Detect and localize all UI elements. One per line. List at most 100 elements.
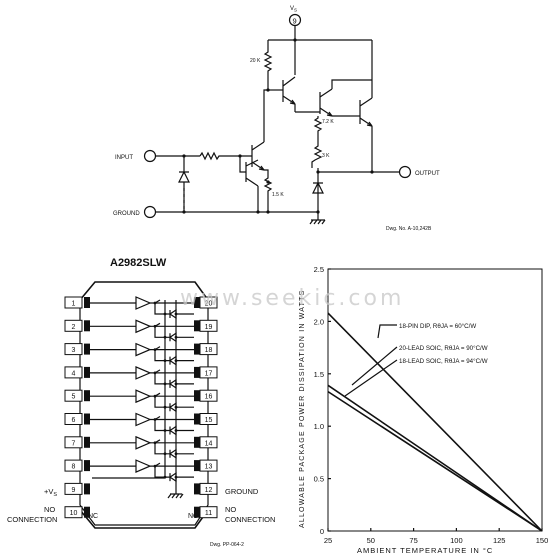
buffer-triangle-icon xyxy=(135,296,152,310)
driver-channel xyxy=(90,365,194,390)
pin-lead-left xyxy=(84,460,90,472)
y-tick-label: 1.5 xyxy=(314,370,324,379)
y-tick-label: 2.0 xyxy=(314,317,324,326)
pin-lead-left xyxy=(84,297,90,308)
vs-label: VS xyxy=(290,6,297,13)
pin-lead-left xyxy=(84,413,90,425)
driver-channel xyxy=(90,459,194,483)
pin-number-right: 11 xyxy=(205,510,212,517)
series-line-0 xyxy=(327,312,543,532)
diode-icon xyxy=(165,332,177,343)
pin-number-left: 3 xyxy=(72,347,76,354)
pin-box-right-20 xyxy=(199,296,218,309)
x-tick-label: 25 xyxy=(324,536,332,545)
series-label-soic18: 18-LEAD SOIC, RθJA = 94°C/W xyxy=(399,358,488,365)
ground-pin-label: GROUND xyxy=(225,487,259,496)
driver-channel xyxy=(90,389,194,413)
pin-lead-left xyxy=(84,436,90,448)
output-pin-symbol xyxy=(398,165,412,179)
pin-box-left-7 xyxy=(64,436,83,449)
nc-right-line1: NO xyxy=(225,505,236,514)
y-tick-label: 0 xyxy=(320,527,324,536)
nc-left-line2: CONNECTION xyxy=(7,515,57,524)
x-tick-label: 100 xyxy=(450,536,463,545)
x-tick-label: 125 xyxy=(493,536,506,545)
pin-box-left-8 xyxy=(64,459,83,472)
pin-box-right-17 xyxy=(199,366,218,379)
pin-lead-right xyxy=(194,320,200,332)
pin-number-right: 18 xyxy=(205,347,213,354)
pin-box-left-4 xyxy=(64,366,83,379)
pin-lead-left xyxy=(84,366,90,378)
series-label-dip18: 18-PIN DIP, RθJA = 60°C/W xyxy=(399,323,476,330)
pin-lead-left xyxy=(84,390,90,402)
chart-y-axis-label: ALLOWABLE PACKAGE POWER DISSIPATION IN W… xyxy=(299,290,306,528)
pin-box-right-11 xyxy=(199,506,218,519)
pin-lead-left xyxy=(84,320,90,332)
diode-icon xyxy=(165,355,177,366)
pin-lead-right xyxy=(194,460,200,472)
buffer-triangle-icon xyxy=(135,459,152,474)
pin-number-right: 17 xyxy=(205,370,213,377)
pin-number-left: 4 xyxy=(72,370,76,377)
diode-icon xyxy=(165,308,177,320)
pin-number-right: 16 xyxy=(205,394,213,401)
pin-number-left: 2 xyxy=(72,324,76,331)
pin-lead-right xyxy=(194,366,200,378)
pin-lead-right xyxy=(194,436,200,448)
output-label: OUTPUT xyxy=(415,171,440,177)
diode-icon xyxy=(165,402,177,413)
pin-lead-left xyxy=(84,483,90,495)
driver-channel xyxy=(90,435,194,459)
y-tick-label: 2.5 xyxy=(314,265,324,274)
input-label: INPUT xyxy=(115,155,133,161)
resistor-7k2-label: 7.2 K xyxy=(322,119,334,125)
chart-x-axis-label: AMBIENT TEMPERATURE IN °C xyxy=(357,546,493,555)
pin-box-right-18 xyxy=(199,343,218,356)
nc-right-line2: CONNECTION xyxy=(225,515,275,524)
pin-box-right-19 xyxy=(199,319,218,332)
pin-number-left: 7 xyxy=(72,440,76,447)
nc-left-line1: NO xyxy=(44,505,55,514)
x-tick-label: 75 xyxy=(409,536,417,545)
package-outline-top xyxy=(79,281,209,301)
pin-box-left-6 xyxy=(64,413,83,425)
driver-channel xyxy=(90,296,194,320)
nc-inner-right: NC xyxy=(188,513,198,520)
pin-number-right: 12 xyxy=(205,487,213,494)
vs-pin-symbol xyxy=(288,13,302,27)
pin-number-left: 1 xyxy=(72,301,76,308)
diode-icon xyxy=(165,471,177,483)
pin-number-left: 5 xyxy=(72,394,76,401)
buffer-triangle-icon xyxy=(135,319,152,334)
watermark: www.seekic.com xyxy=(180,286,404,311)
buffer-triangle-icon xyxy=(135,389,152,404)
pin-number-left: 9 xyxy=(72,487,76,494)
buffer-triangle-icon xyxy=(135,435,152,450)
pin-box-left-1 xyxy=(64,296,83,309)
driver-channel xyxy=(90,412,194,436)
buffer-triangle-icon xyxy=(135,412,152,427)
legend-leader-lines xyxy=(344,324,398,397)
resistor-1k5-label: 1.5 K xyxy=(272,192,284,198)
x-tick-label: 150 xyxy=(536,536,549,545)
driver-channel xyxy=(90,342,194,366)
resistor-20k-label: 20 K xyxy=(250,58,261,64)
package-outline-bottom xyxy=(79,509,209,529)
pin-box-left-3 xyxy=(64,343,83,356)
pin-box-left-10 xyxy=(64,506,83,519)
chart-frame xyxy=(327,268,543,532)
pin-lead-right xyxy=(194,506,200,518)
buffer-triangle-icon xyxy=(135,342,152,357)
pin-number-left: 8 xyxy=(72,464,76,471)
diode-icon xyxy=(165,378,177,390)
diode-icon xyxy=(165,448,177,459)
pin-box-right-13 xyxy=(199,459,218,472)
pin-box-right-15 xyxy=(199,413,218,425)
input-pin-symbol xyxy=(143,149,157,163)
schematic: 9 VS 20 K 7.2 K 3 K OU xyxy=(113,6,440,232)
ground-pin-symbol xyxy=(143,205,157,219)
